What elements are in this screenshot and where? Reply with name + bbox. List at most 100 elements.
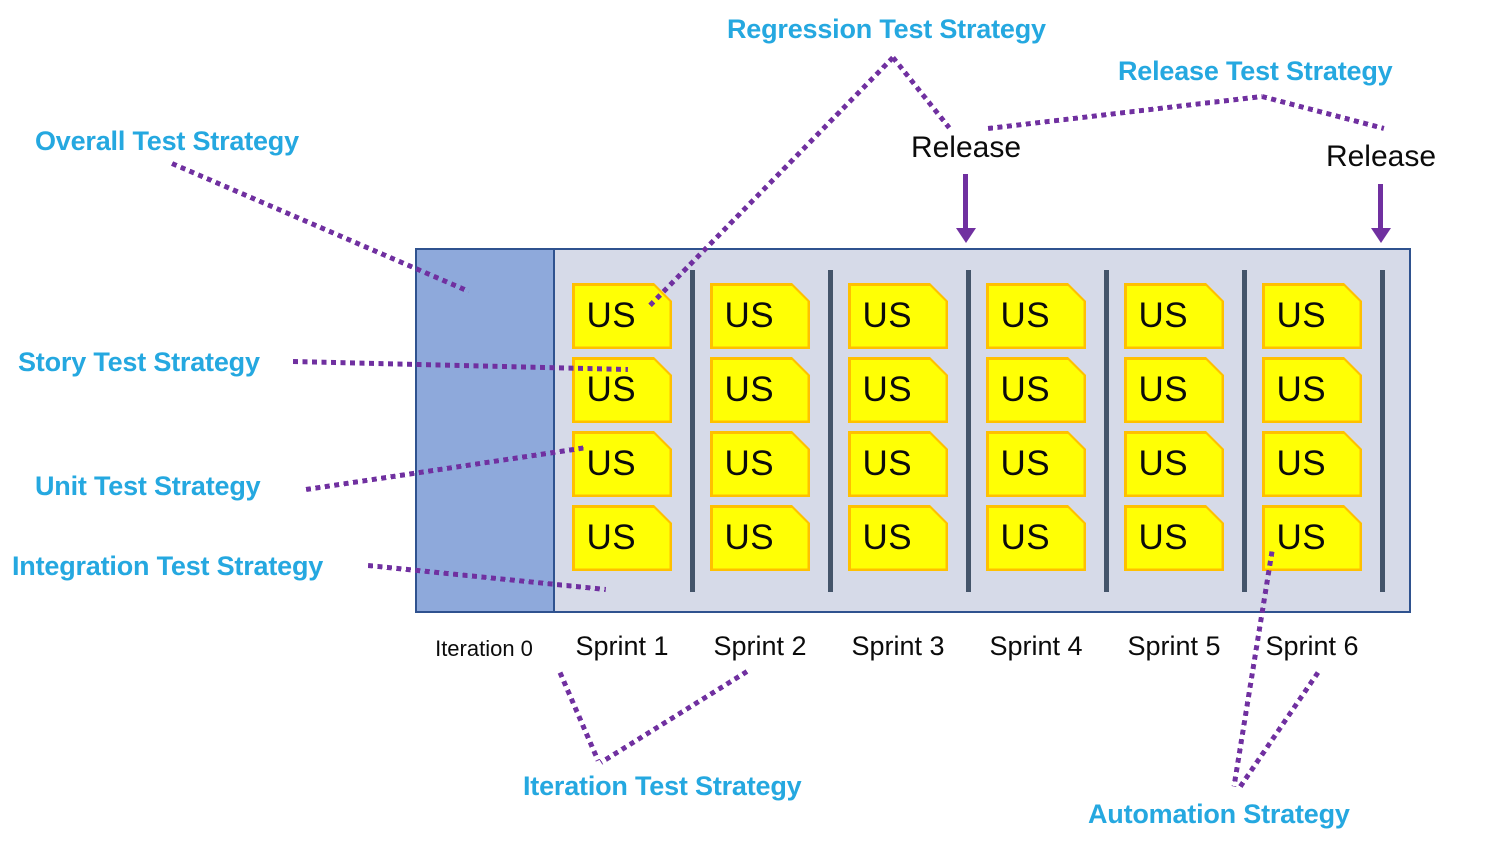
user-story-card-face: US	[713, 360, 808, 421]
iteration-0-label: Iteration 0	[435, 636, 533, 661]
user-story-card-label: US	[1276, 444, 1327, 483]
user-story-card: US	[710, 283, 810, 349]
user-story-card: US	[1262, 505, 1362, 571]
overall-test-strategy-label: Overall Test Strategy	[35, 126, 299, 156]
sprint-label-4: Sprint 4	[989, 631, 1083, 661]
sprint-column-divider	[966, 270, 971, 592]
user-story-card-face: US	[989, 508, 1084, 569]
iteration-0-column	[417, 250, 555, 611]
user-story-card: US	[572, 357, 672, 423]
user-story-card-label: US	[862, 444, 913, 483]
user-story-card-label: US	[1000, 296, 1051, 335]
connector-overall	[171, 160, 470, 294]
sprint-label-2: Sprint 2	[713, 631, 807, 661]
automation-strategy-label: Automation Strategy	[1088, 799, 1350, 829]
user-story-card-face: US	[989, 434, 1084, 495]
user-story-card-face: US	[851, 508, 946, 569]
user-story-card-label: US	[1276, 518, 1327, 557]
user-story-card-label: US	[1138, 444, 1189, 483]
connector-release-left	[987, 93, 1263, 131]
user-story-card: US	[848, 283, 948, 349]
user-story-card: US	[710, 431, 810, 497]
user-story-card-label: US	[1000, 370, 1051, 409]
release-1-arrow-icon	[963, 174, 968, 228]
release-2-arrow-icon	[1378, 184, 1383, 228]
release-2-label: Release	[1325, 140, 1437, 173]
user-story-card: US	[572, 505, 672, 571]
user-story-card-label: US	[1000, 518, 1051, 557]
user-story-card-label: US	[724, 370, 775, 409]
sprint-label-1: Sprint 1	[575, 631, 669, 661]
release-1-label: Release	[910, 131, 1022, 164]
connector-release-right	[1261, 93, 1385, 131]
user-story-card-label: US	[724, 296, 775, 335]
sprint-label-5: Sprint 5	[1127, 631, 1221, 661]
user-story-card: US	[1262, 283, 1362, 349]
user-story-card-face: US	[1265, 360, 1360, 421]
user-story-card-face: US	[989, 286, 1084, 347]
user-story-card-face: US	[851, 286, 946, 347]
user-story-card-label: US	[1000, 444, 1051, 483]
user-story-card: US	[986, 431, 1086, 497]
connector-regression-right	[891, 55, 951, 129]
user-story-card-face: US	[713, 434, 808, 495]
user-story-card-face: US	[1265, 286, 1360, 347]
user-story-card-face: US	[713, 508, 808, 569]
connector-iteration-right	[599, 668, 749, 765]
sprint-label-3: Sprint 3	[851, 631, 945, 661]
user-story-card-face: US	[1265, 508, 1360, 569]
user-story-card-face: US	[1127, 434, 1222, 495]
user-story-card-face: US	[575, 508, 670, 569]
user-story-card-label: US	[1138, 370, 1189, 409]
user-story-card: US	[848, 357, 948, 423]
user-story-card: US	[848, 431, 948, 497]
user-story-card-label: US	[1276, 370, 1327, 409]
user-story-card: US	[986, 505, 1086, 571]
user-story-card: US	[572, 283, 672, 349]
user-story-card-face: US	[989, 360, 1084, 421]
user-story-card: US	[1262, 431, 1362, 497]
user-story-card: US	[986, 357, 1086, 423]
user-story-card: US	[710, 357, 810, 423]
user-story-card-label: US	[586, 370, 637, 409]
user-story-card-face: US	[1127, 360, 1222, 421]
user-story-card-label: US	[586, 296, 637, 335]
user-story-card-label: US	[586, 444, 637, 483]
iteration-test-strategy-label: Iteration Test Strategy	[523, 771, 802, 801]
user-story-card-face: US	[575, 360, 670, 421]
user-story-card: US	[710, 505, 810, 571]
user-story-card-label: US	[724, 444, 775, 483]
user-story-card-label: US	[1138, 296, 1189, 335]
user-story-card-face: US	[713, 286, 808, 347]
user-story-card: US	[1124, 431, 1224, 497]
sprint-label-6: Sprint 6	[1265, 631, 1359, 661]
sprint-column-divider	[1104, 270, 1109, 592]
user-story-card: US	[1124, 283, 1224, 349]
user-story-card: US	[986, 283, 1086, 349]
user-story-card-face: US	[1127, 286, 1222, 347]
connector-iteration-left	[557, 671, 601, 761]
integration-test-strategy-label: Integration Test Strategy	[12, 551, 324, 581]
user-story-card: US	[1124, 357, 1224, 423]
sprint-column-divider	[1242, 270, 1247, 592]
user-story-card-face: US	[851, 434, 946, 495]
release-test-strategy-label: Release Test Strategy	[1118, 56, 1393, 86]
user-story-card: US	[848, 505, 948, 571]
user-story-card-label: US	[1138, 518, 1189, 557]
user-story-card-label: US	[862, 296, 913, 335]
user-story-card-label: US	[862, 370, 913, 409]
user-story-card-face: US	[575, 434, 670, 495]
user-story-card: US	[1124, 505, 1224, 571]
user-story-card-face: US	[851, 360, 946, 421]
sprint-column-divider	[828, 270, 833, 592]
unit-test-strategy-label: Unit Test Strategy	[35, 471, 261, 501]
user-story-card-face: US	[575, 286, 670, 347]
user-story-card-face: US	[1127, 508, 1222, 569]
sprint-column-divider	[1380, 270, 1385, 592]
user-story-card-label: US	[586, 518, 637, 557]
regression-test-strategy-label: Regression Test Strategy	[727, 14, 1046, 44]
user-story-card-label: US	[1276, 296, 1327, 335]
user-story-card-face: US	[1265, 434, 1360, 495]
sprint-column-divider	[690, 270, 695, 592]
